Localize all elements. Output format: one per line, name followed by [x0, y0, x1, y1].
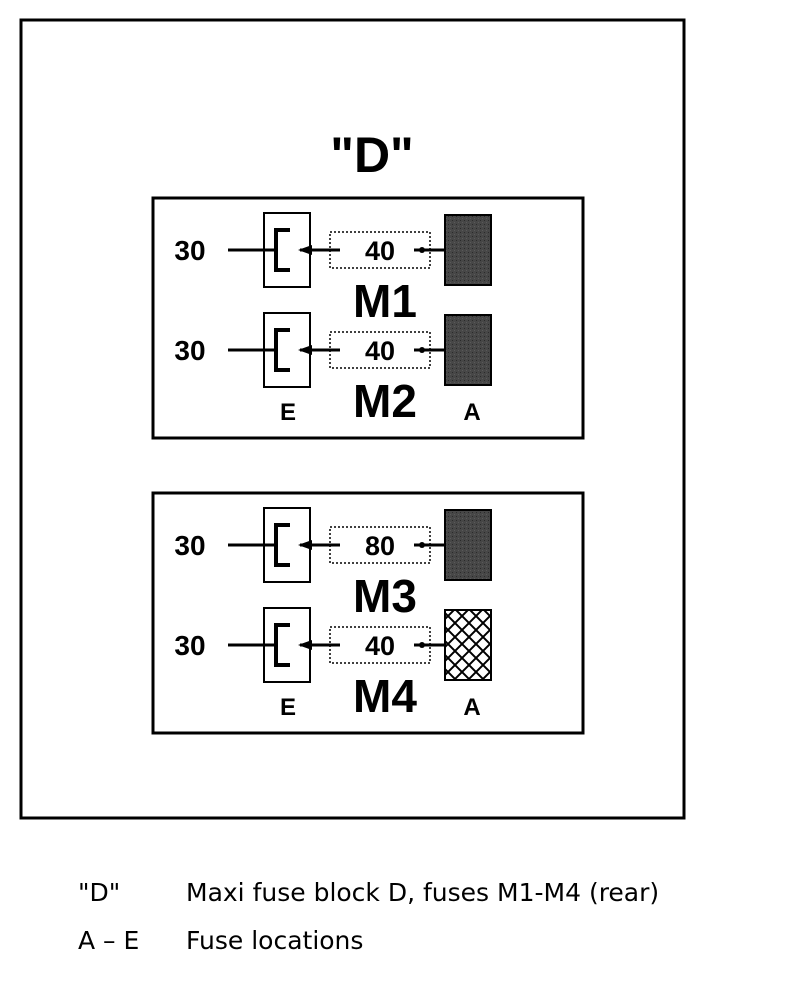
- terminal-label: 30: [174, 530, 205, 561]
- terminal-label: 30: [174, 335, 205, 366]
- wire-node: [419, 347, 425, 353]
- wire-node: [419, 247, 425, 253]
- socket-bracket: [274, 328, 290, 372]
- fuse-rating: 40: [365, 236, 395, 266]
- arrow-icon: [298, 640, 312, 650]
- fuse-solid: [444, 509, 492, 581]
- fuse-rating: 40: [365, 631, 395, 661]
- arrow-icon: [298, 540, 312, 550]
- arrow-icon: [298, 345, 312, 355]
- location-letter-e: E: [280, 694, 296, 721]
- legend-row-block: "D" Maxi fuse block D, fuses M1-M4 (rear…: [78, 878, 778, 910]
- fuse-rating: 80: [365, 531, 395, 561]
- location-letter-a: A: [463, 694, 480, 721]
- wire-node: [419, 542, 425, 548]
- arrow-icon: [298, 245, 312, 255]
- legend-row-locations: A – E Fuse locations: [78, 926, 778, 958]
- fuse-solid: [444, 214, 492, 286]
- fuse-block-border: [151, 491, 585, 735]
- legend-text: Fuse locations: [186, 926, 364, 955]
- outer-frame: [19, 18, 686, 820]
- socket-bracket: [274, 228, 290, 272]
- socket-bracket: [274, 523, 290, 567]
- location-letter-e: E: [280, 399, 296, 426]
- legend-key: A – E: [78, 926, 140, 955]
- fuse-solid: [444, 314, 492, 386]
- block-title: "D": [330, 127, 414, 183]
- fuse-block-border: [151, 196, 585, 440]
- fuse-name: M2: [353, 375, 417, 427]
- location-letter-a: A: [463, 399, 480, 426]
- legend-text: Maxi fuse block D, fuses M1-M4 (rear): [186, 878, 660, 907]
- fuse-name: M1: [353, 275, 417, 327]
- terminal-label: 30: [174, 235, 205, 266]
- wire-node: [419, 642, 425, 648]
- fuse-name: M4: [353, 670, 417, 722]
- fuse-rating: 40: [365, 336, 395, 366]
- fuse-crosshatch: [444, 609, 492, 681]
- fuse-name: M3: [353, 570, 417, 622]
- socket-bracket: [274, 623, 290, 667]
- terminal-label: 30: [174, 630, 205, 661]
- legend-key: "D": [78, 878, 121, 907]
